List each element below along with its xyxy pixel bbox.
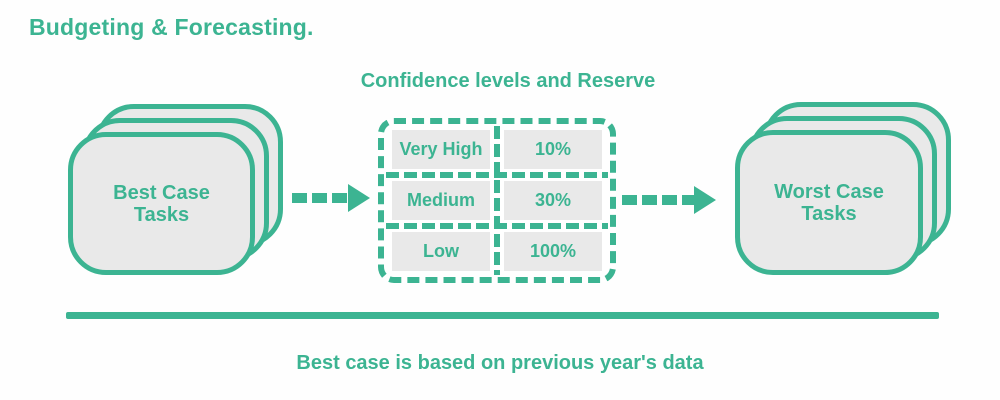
reserve-value-cell: 30% [504,181,602,220]
best-case-card: Best Case Tasks [68,132,255,275]
arrow-dashed-body [292,193,350,203]
arrow-dashed-body [622,195,696,205]
best-case-stack: Best Case Tasks [68,104,284,276]
confidence-level-cell: Medium [392,181,490,220]
confidence-level-cell: Very High [392,130,490,169]
page-title: Budgeting & Forecasting. [29,14,314,40]
column-divider [494,126,500,275]
divider-line [66,312,939,319]
flow-arrow-left-icon [292,184,370,212]
reserve-value-cell: 10% [504,130,602,169]
card-label-line: Tasks [801,202,857,225]
arrow-head [694,186,716,214]
confidence-table: Very High 10% Medium 30% Low 100% [378,118,616,283]
confidence-level-cell: Low [392,232,490,271]
flow-arrow-right-icon [622,186,716,214]
table-title: Confidence levels and Reserve [360,70,656,92]
card-label-line: Worst Case [774,180,884,203]
footer-note: Best case is based on previous year's da… [296,352,704,374]
card-label-line: Tasks [133,203,190,226]
reserve-value-cell: 100% [504,232,602,271]
worst-case-card: Worst Case Tasks [735,130,923,275]
card-label-line: Best Case [113,181,210,204]
worst-case-stack: Worst Case Tasks [735,102,952,276]
arrow-head [348,184,370,212]
